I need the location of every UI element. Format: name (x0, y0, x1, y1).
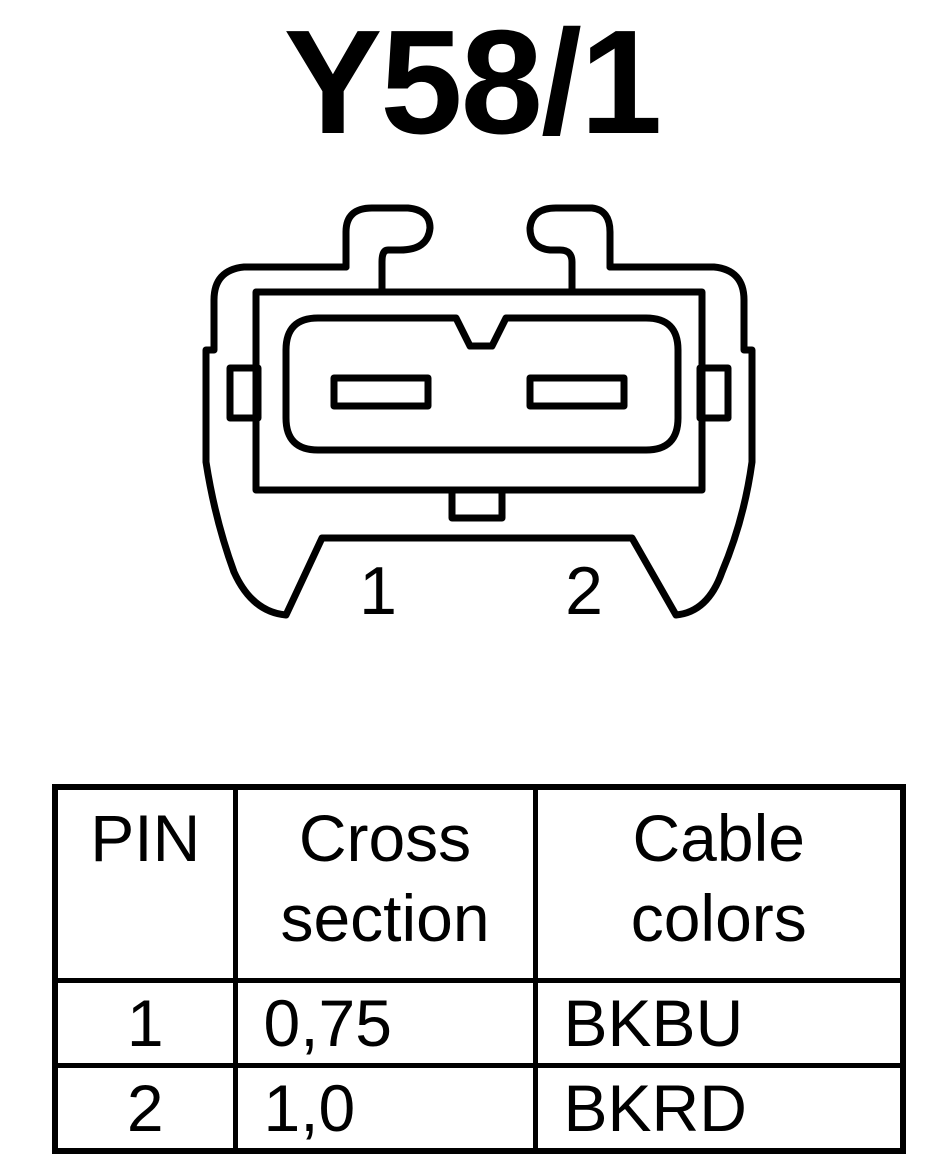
header-cross-section-line-2: section (280, 881, 490, 955)
pin-label-2: 2 (565, 553, 603, 629)
table-row: 1 0,75 BKBU (52, 978, 906, 1068)
row-1-pin: 1 (52, 978, 238, 1068)
header-cable-colors-line-1: Cable (632, 801, 805, 875)
header-cable-colors-line-2: colors (630, 881, 807, 955)
header-pin-label: PIN (90, 801, 201, 875)
connector-side-tab-right (696, 364, 732, 422)
connector-contact-cavity (282, 314, 682, 454)
pin-label-1: 1 (359, 553, 397, 629)
table-header-row: PIN Cross section Cable colors (52, 784, 906, 983)
pin-2-contact (526, 374, 628, 410)
pin-1-contact (330, 374, 432, 410)
row-1-cable-color: BKBU (532, 978, 906, 1068)
row-2-cross-section: 1,0 (232, 1063, 538, 1154)
header-cross-section: Cross section (232, 784, 538, 983)
table-row: 2 1,0 BKRD (52, 1063, 906, 1154)
connector-latch-right (526, 204, 614, 294)
header-cable-colors: Cable colors (532, 784, 906, 983)
header-pin: PIN (52, 784, 238, 983)
connector-inner-housing (252, 288, 706, 494)
connector-outer-housing (342, 204, 434, 294)
connector-bottom-key (448, 486, 506, 522)
connector-outer-shell (202, 263, 756, 619)
header-cross-section-line-1: Cross (298, 801, 472, 875)
pin-assignment-table: PIN Cross section Cable colors 1 0,75 BK… (52, 784, 906, 1154)
row-1-cross-section: 0,75 (232, 978, 538, 1068)
connector-drawing: 1 2 (202, 204, 756, 629)
row-2-pin: 2 (52, 1063, 238, 1154)
connector-title: Y58/1 (283, 0, 663, 165)
row-2-cable-color: BKRD (532, 1063, 906, 1154)
connector-side-tab-left (226, 364, 262, 422)
